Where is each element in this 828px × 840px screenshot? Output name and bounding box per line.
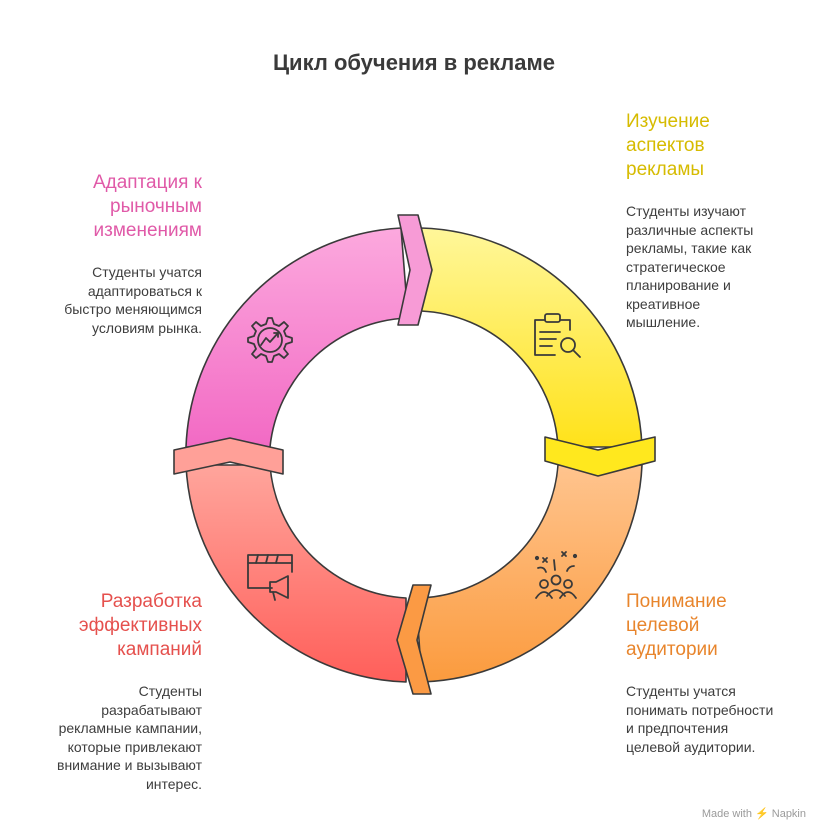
segment-adaptation xyxy=(185,227,409,448)
stage-audience-description: Студенты учатся понимать потребности и п… xyxy=(626,683,774,755)
gear-trend-icon xyxy=(247,317,293,363)
chevron-left xyxy=(173,437,284,475)
chevron-bottom xyxy=(396,584,432,695)
chevron-top xyxy=(397,214,433,326)
segment-study xyxy=(420,227,643,448)
stage-adaptation: Адаптация к рыночным изменениям Студенты… xyxy=(64,171,202,337)
stage-campaigns-description: Студенты разрабатывают рекламные кампани… xyxy=(57,683,202,792)
stage-study-description: Студенты изучают различные аспекты рекла… xyxy=(626,203,754,330)
audience-celebration-icon xyxy=(534,551,578,599)
clipboard-search-icon xyxy=(534,313,581,358)
segment-campaigns xyxy=(185,464,407,683)
stage-study: Изучение аспектов рекламы Студенты изуча… xyxy=(626,110,753,332)
stage-adaptation-title: Адаптация к рыночным изменениям xyxy=(92,172,202,241)
stage-campaigns: Разработка эффективных кампаний Студенты… xyxy=(57,590,202,793)
diagram-title: Цикл обучения в рекламе xyxy=(272,50,555,75)
stage-audience: Понимание целевой аудитории Студенты уча… xyxy=(626,590,773,756)
napkin-credit[interactable]: Made with ⚡ Napkin xyxy=(701,808,806,820)
stage-study-title: Изучение аспектов рекламы xyxy=(626,111,710,180)
segment-audience xyxy=(415,464,643,683)
chevron-right xyxy=(544,436,656,477)
film-megaphone-icon xyxy=(247,554,293,601)
stage-adaptation-description: Студенты учатся адаптироваться к быстро … xyxy=(64,264,202,336)
stage-audience-title: Понимание целевой аудитории xyxy=(626,591,727,660)
stage-campaigns-title: Разработка эффективных кампаний xyxy=(78,591,202,660)
